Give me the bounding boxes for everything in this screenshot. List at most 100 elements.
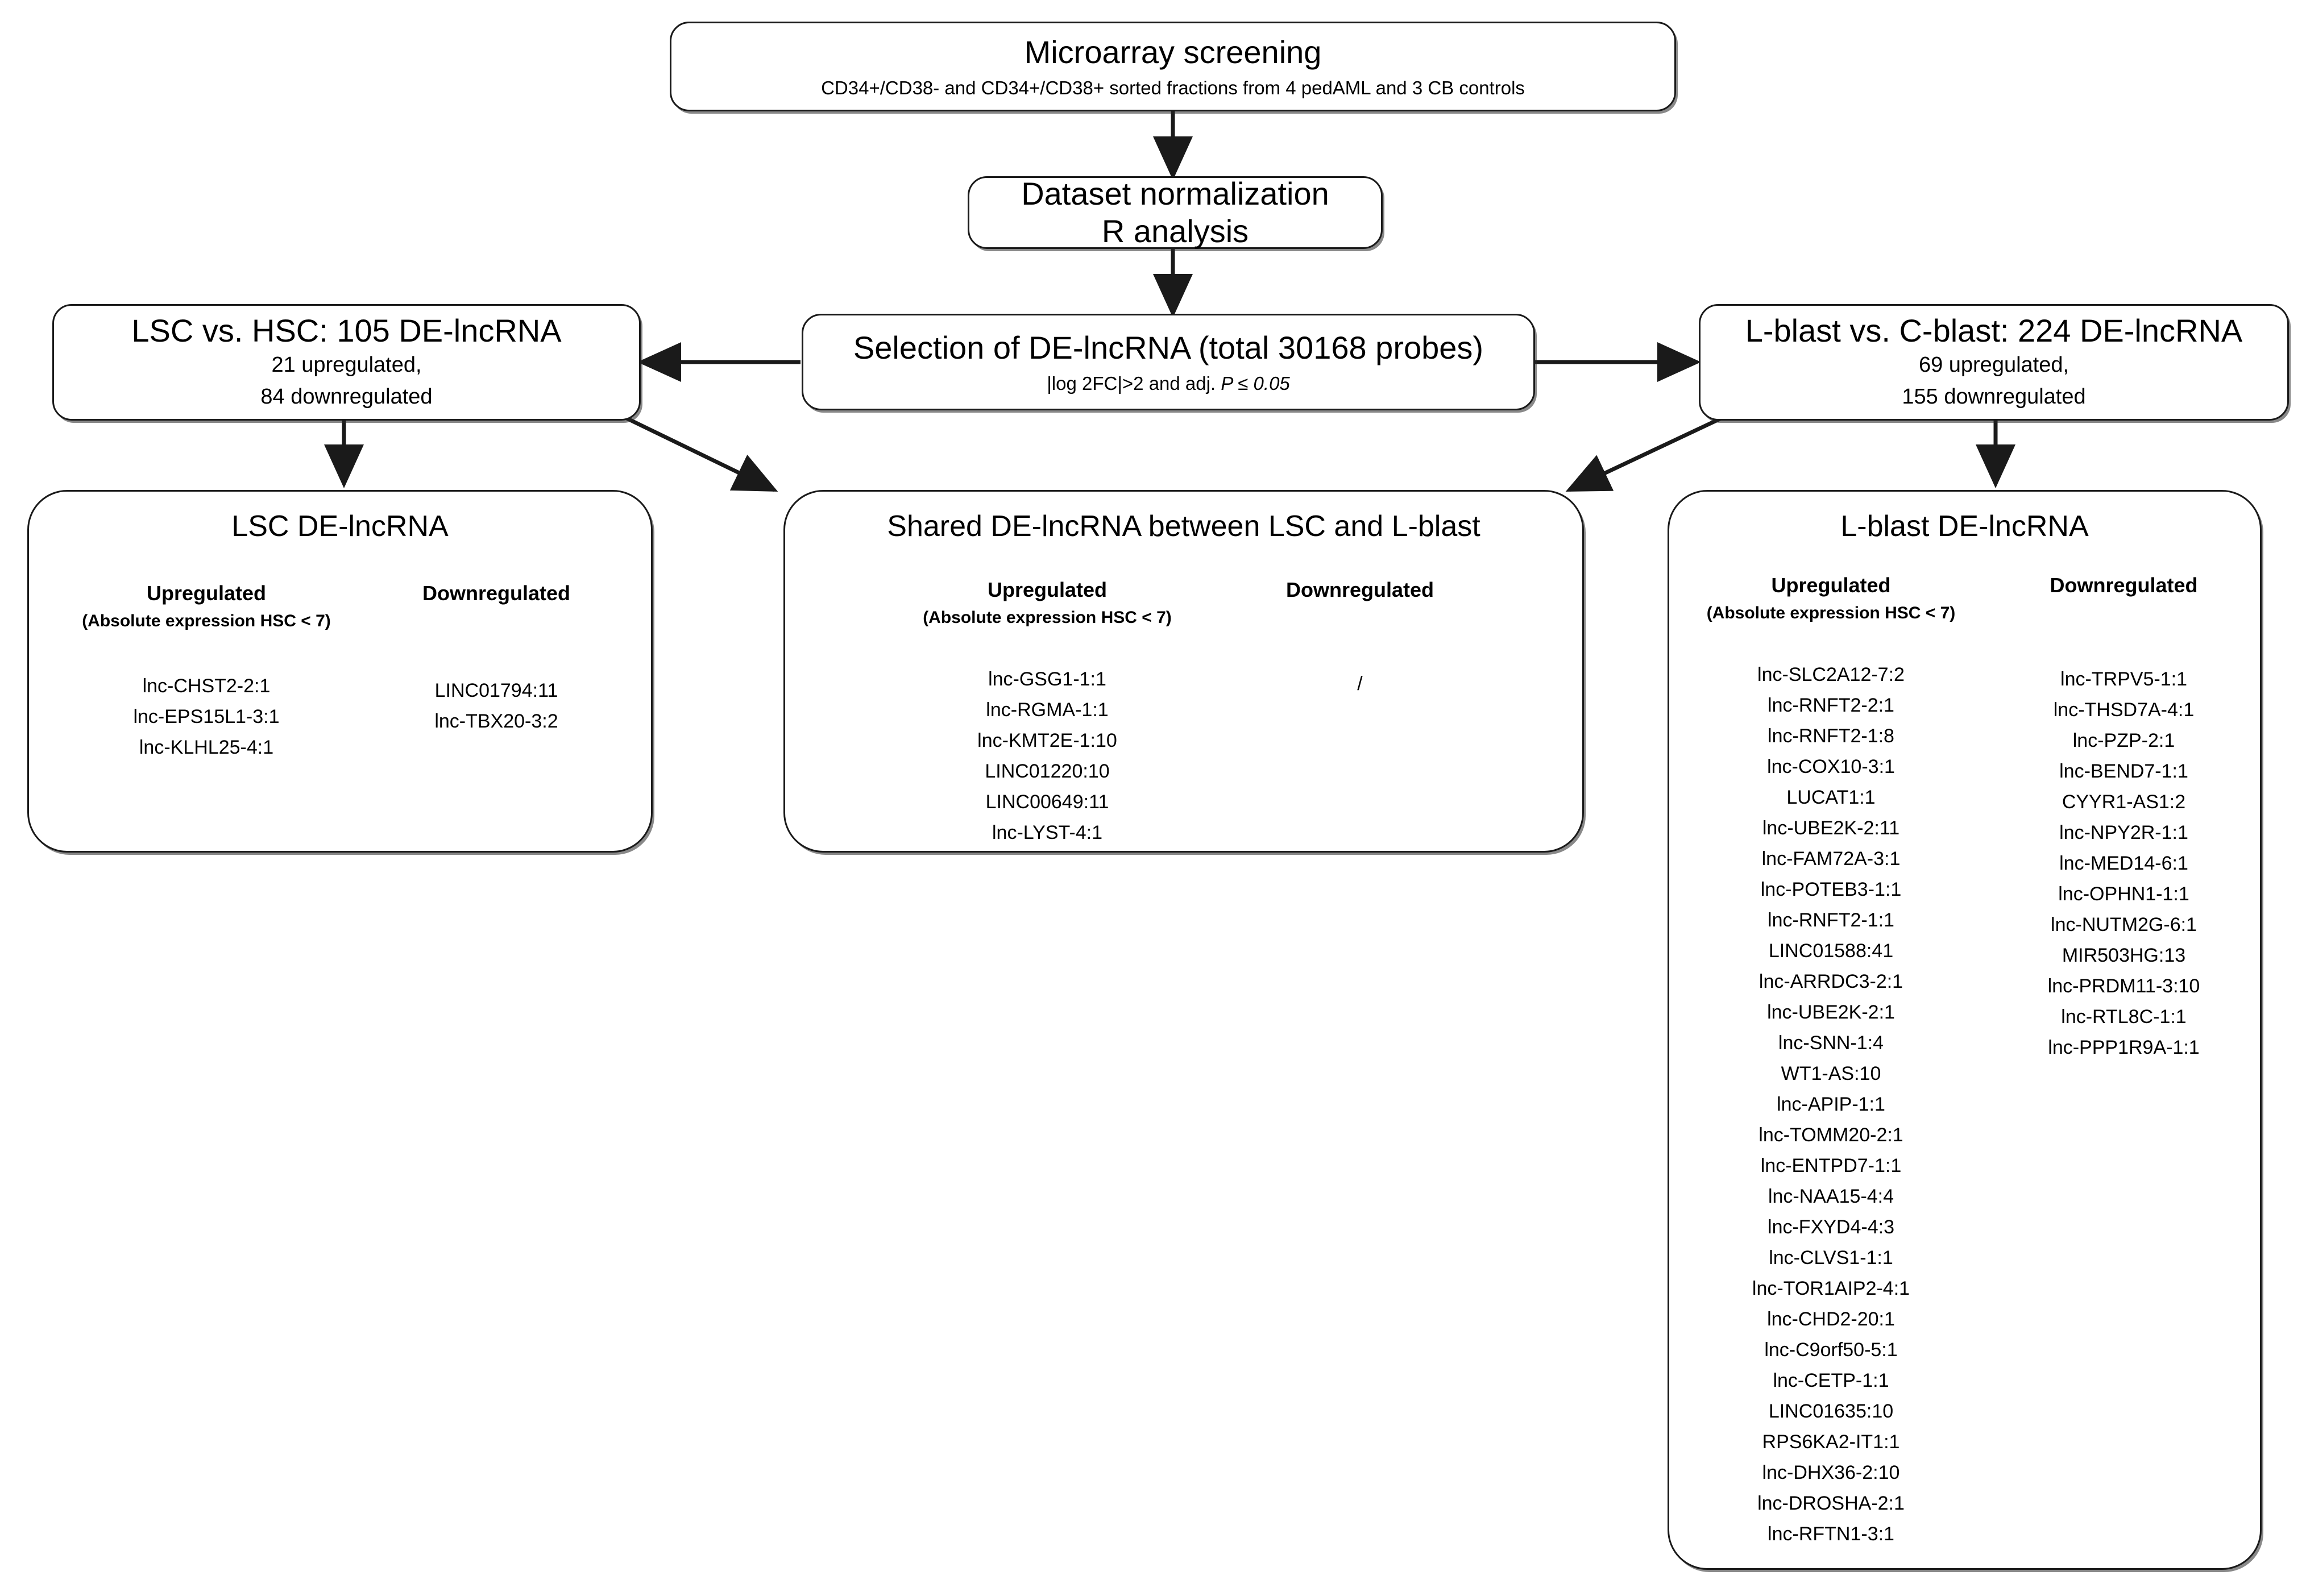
gene-item: lnc-TOR1AIP2-4:1 <box>1752 1277 1910 1299</box>
lblast-panel-title: L-blast DE-lncRNA <box>1840 510 2089 543</box>
node-selection-de-lncrna[interactable]: Selection of DE-lncRNA (total 30168 prob… <box>802 314 1535 410</box>
lblast-vs-cblast-title: L-blast vs. C-blast: 224 DE-lncRNA <box>1745 313 2243 349</box>
lsc-upregulated-note: (Absolute expression HSC < 7) <box>82 612 331 631</box>
lblast-upregulated-list: lnc-SLC2A12-7:2 lnc-RNFT2-2:1 lnc-RNFT2-1:… <box>1752 665 1910 1555</box>
lblast-upregulated-column: Upregulated (Absolute expression HSC < 7… <box>1672 572 1990 1555</box>
lsc-downregulated-column: Downregulated LINC01794:11 lnc-TBX20-3:2 <box>363 580 630 742</box>
gene-item: lnc-COX10-3:1 <box>1767 755 1895 778</box>
dataset-normalization-line2: R analysis <box>1101 213 1249 249</box>
lsc-upregulated-column: Upregulated (Absolute expression HSC < 7… <box>50 580 363 768</box>
gene-item: / <box>1357 673 1363 695</box>
gene-item: lnc-RGMA-1:1 <box>986 699 1109 721</box>
selection-criteria-prefix: |log 2FC|>2 and adj. <box>1047 373 1221 394</box>
gene-item: lnc-NPY2R-1:1 <box>2059 822 2188 844</box>
gene-item: MIR503HG:13 <box>2062 945 2186 967</box>
panel-lsc-de-lncrna[interactable]: LSC DE-lncRNA Upregulated (Absolute expr… <box>27 490 653 853</box>
gene-item: lnc-KMT2E-1:10 <box>977 729 1117 751</box>
lsc-downregulated-header: Downregulated <box>422 581 570 605</box>
gene-item: lnc-FAM72A-3:1 <box>1761 847 1901 870</box>
gene-item: LINC01588:41 <box>1768 940 1894 962</box>
gene-item: lnc-SNN-1:4 <box>1778 1032 1884 1054</box>
gene-item: lnc-TBX20-3:2 <box>434 710 558 733</box>
node-microarray-screening[interactable]: Microarray screening CD34+/CD38- and CD3… <box>670 22 1676 111</box>
shared-downregulated-list: / <box>1357 674 1362 705</box>
gene-item: lnc-DHX36-2:10 <box>1762 1461 1900 1483</box>
node-lsc-vs-hsc[interactable]: LSC vs. HSC: 105 DE-lncRNA 21 upregulate… <box>52 304 641 421</box>
panel-lblast-de-lncrna[interactable]: L-blast DE-lncRNA Upregulated (Absolute … <box>1668 490 2262 1570</box>
gene-item: lnc-BEND7-1:1 <box>2059 760 2188 783</box>
lblast-vs-cblast-upregulated-count: 69 upregulated, <box>1918 353 2069 377</box>
lblast-upregulated-header: Upregulated <box>1771 573 1891 597</box>
node-dataset-normalization[interactable]: Dataset normalization R analysis <box>968 176 1383 249</box>
gene-item: lnc-CLVS1-1:1 <box>1769 1246 1893 1269</box>
selection-criteria-pvalue: P ≤ 0.05 <box>1221 373 1290 394</box>
selection-title: Selection of DE-lncRNA (total 30168 prob… <box>853 330 1484 366</box>
lsc-downregulated-list: LINC01794:11 lnc-TBX20-3:2 <box>434 681 558 742</box>
gene-item: RPS6KA2-IT1:1 <box>1762 1431 1900 1453</box>
gene-item: lnc-THSD7A-4:1 <box>2053 699 2195 721</box>
gene-item: lnc-UBE2K-2:1 <box>1767 1001 1895 1023</box>
gene-item: lnc-KLHL25-4:1 <box>139 736 274 758</box>
microarray-screening-subtitle: CD34+/CD38- and CD34+/CD38+ sorted fract… <box>821 77 1525 99</box>
gene-item: lnc-OPHN1-1:1 <box>2058 883 2189 905</box>
shared-panel-title: Shared DE-lncRNA between LSC and L-blast <box>887 510 1480 543</box>
lblast-downregulated-list: lnc-TRPV5-1:1 lnc-THSD7A-4:1 lnc-PZP-2:1 ln… <box>2048 670 2200 1069</box>
gene-item: lnc-POTEB3-1:1 <box>1760 878 1902 900</box>
lsc-panel-title: LSC DE-lncRNA <box>231 510 449 543</box>
gene-item: lnc-NAA15-4:4 <box>1768 1185 1894 1207</box>
lsc-vs-hsc-title: LSC vs. HSC: 105 DE-lncRNA <box>131 313 562 349</box>
gene-item: lnc-CHST2-2:1 <box>142 675 271 697</box>
shared-upregulated-header: Upregulated <box>987 578 1108 602</box>
gene-item: lnc-ARRDC3-2:1 <box>1758 970 1903 992</box>
lblast-downregulated-header: Downregulated <box>2050 573 2198 597</box>
gene-item: lnc-ENTPD7-1:1 <box>1760 1154 1902 1177</box>
lsc-upregulated-list: lnc-CHST2-2:1 lnc-EPS15L1-3:1 lnc-KLHL25-4… <box>133 676 279 768</box>
gene-item: LINC01635:10 <box>1768 1400 1894 1422</box>
gene-item: lnc-RNFT2-1:8 <box>1768 725 1894 747</box>
node-lblast-vs-cblast[interactable]: L-blast vs. C-blast: 224 DE-lncRNA 69 up… <box>1699 304 2289 421</box>
gene-item: lnc-APIP-1:1 <box>1777 1093 1885 1115</box>
microarray-screening-title: Microarray screening <box>1024 34 1322 70</box>
gene-item: LINC00649:11 <box>985 791 1109 813</box>
gene-item: WT1-AS:10 <box>1781 1062 1881 1084</box>
shared-downregulated-header: Downregulated <box>1285 578 1434 602</box>
gene-item: lnc-PPP1R9A-1:1 <box>2048 1037 2200 1059</box>
gene-item: lnc-TOMM20-2:1 <box>1758 1124 1903 1146</box>
gene-item: lnc-PRDM11-3:10 <box>2047 975 2200 998</box>
lsc-upregulated-header: Upregulated <box>146 581 267 605</box>
gene-item: lnc-RNFT2-2:1 <box>1768 694 1894 716</box>
lblast-downregulated-column: Downregulated lnc-TRPV5-1:1 lnc-THSD7A-4:… <box>1990 572 2258 1069</box>
gene-item: lnc-FXYD4-4:3 <box>1768 1216 1894 1238</box>
gene-item: CYYR1-AS1:2 <box>2062 791 2186 813</box>
gene-item: lnc-UBE2K-2:11 <box>1762 817 1900 839</box>
gene-item: lnc-RNFT2-1:1 <box>1768 909 1894 931</box>
edge-lsc-vs-hsc-to-shared-panel <box>619 413 778 492</box>
gene-item: lnc-RFTN1-3:1 <box>1768 1523 1894 1545</box>
gene-item: LINC01220:10 <box>985 760 1110 782</box>
panel-shared-de-lncrna[interactable]: Shared DE-lncRNA between LSC and L-blast… <box>783 490 1584 853</box>
gene-item: lnc-PZP-2:1 <box>2072 730 2175 752</box>
gene-item: lnc-NUTM2G-6:1 <box>2051 914 2197 936</box>
gene-item: lnc-LYST-4:1 <box>992 821 1102 843</box>
gene-item: LUCAT1:1 <box>1786 786 1876 808</box>
gene-item: lnc-C9orf50-5:1 <box>1764 1339 1898 1361</box>
shared-upregulated-note: (Absolute expression HSC < 7) <box>923 608 1172 627</box>
gene-item: lnc-CETP-1:1 <box>1773 1369 1889 1391</box>
shared-upregulated-column: Upregulated (Absolute expression HSC < 7… <box>871 577 1223 854</box>
gene-item: lnc-MED14-6:1 <box>2059 853 2188 875</box>
lblast-vs-cblast-downregulated-count: 155 downregulated <box>1902 384 2086 409</box>
gene-item: lnc-SLC2A12-7:2 <box>1757 663 1905 685</box>
lblast-upregulated-note: (Absolute expression HSC < 7) <box>1706 604 1956 623</box>
gene-item: lnc-GSG1-1:1 <box>988 668 1106 690</box>
shared-downregulated-column: Downregulated / <box>1223 577 1496 705</box>
edge-lblast-vs-cblast-to-shared-panel <box>1565 413 1729 492</box>
gene-item: lnc-RTL8C-1:1 <box>2061 1006 2187 1028</box>
selection-criteria: |log 2FC|>2 and adj. P ≤ 0.05 <box>1047 372 1290 395</box>
lsc-vs-hsc-upregulated-count: 21 upregulated, <box>271 353 422 377</box>
lsc-vs-hsc-downregulated-count: 84 downregulated <box>260 384 433 409</box>
gene-item: lnc-EPS15L1-3:1 <box>133 705 280 728</box>
gene-item: lnc-TRPV5-1:1 <box>2060 668 2187 691</box>
gene-item: LINC01794:11 <box>434 680 558 702</box>
